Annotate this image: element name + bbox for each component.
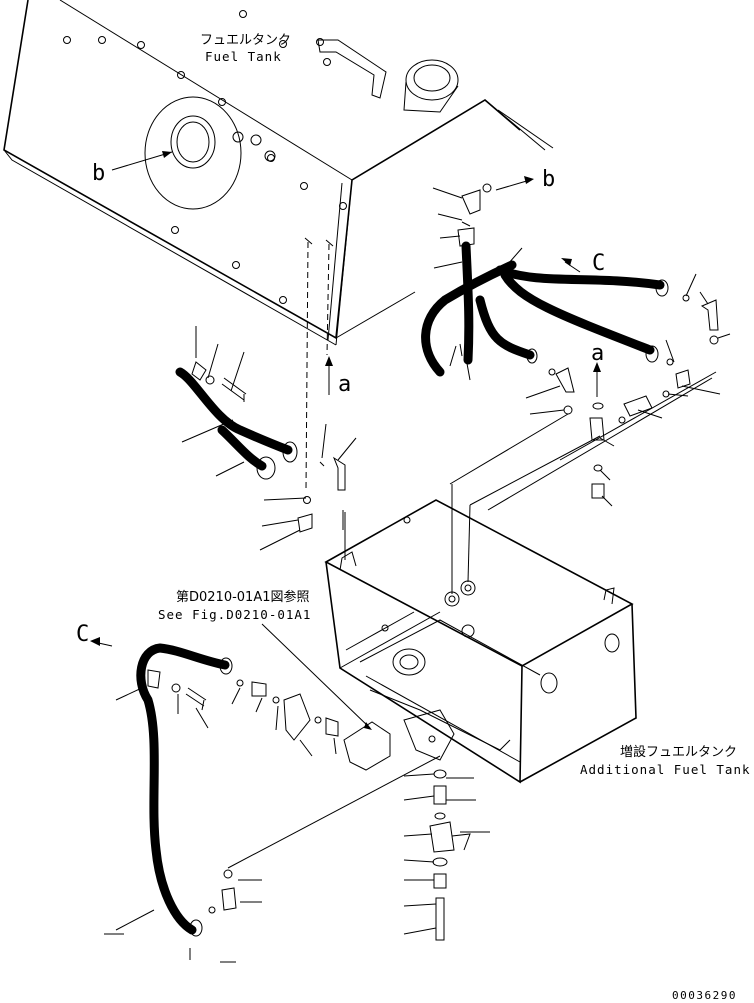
reference-b-right: b [542,167,555,192]
see-figure-label-en: See Fig.D0210-01A1 [158,607,311,622]
left-hose-assembly [175,326,357,551]
upper-right-hose-assembly: b C a [421,167,731,507]
reference-c-left: C [76,622,89,647]
drain-valve-stack [403,769,490,941]
fuel-tank-label-en: Fuel Tank [205,49,282,64]
lower-left-hose-assembly: C [76,622,441,963]
main-fuel-tank [3,0,554,346]
drawing-number: 00036290 [672,989,737,1002]
see-figure-label-jp: 第D0210-01A1図参照 [176,589,310,605]
reference-a-lower: a [591,341,604,366]
additional-fuel-tank-label-jp: 増設フュエルタンク [620,744,737,760]
reference-a-upper: a [338,372,351,397]
additional-fuel-tank-label-en: Additional Fuel Tank [580,762,751,777]
reference-c-right: C [592,251,605,276]
fuel-tank-label-jp: フュエルタンク [200,33,291,48]
reference-b-left: b [92,161,105,186]
additional-fuel-tank [324,371,717,784]
